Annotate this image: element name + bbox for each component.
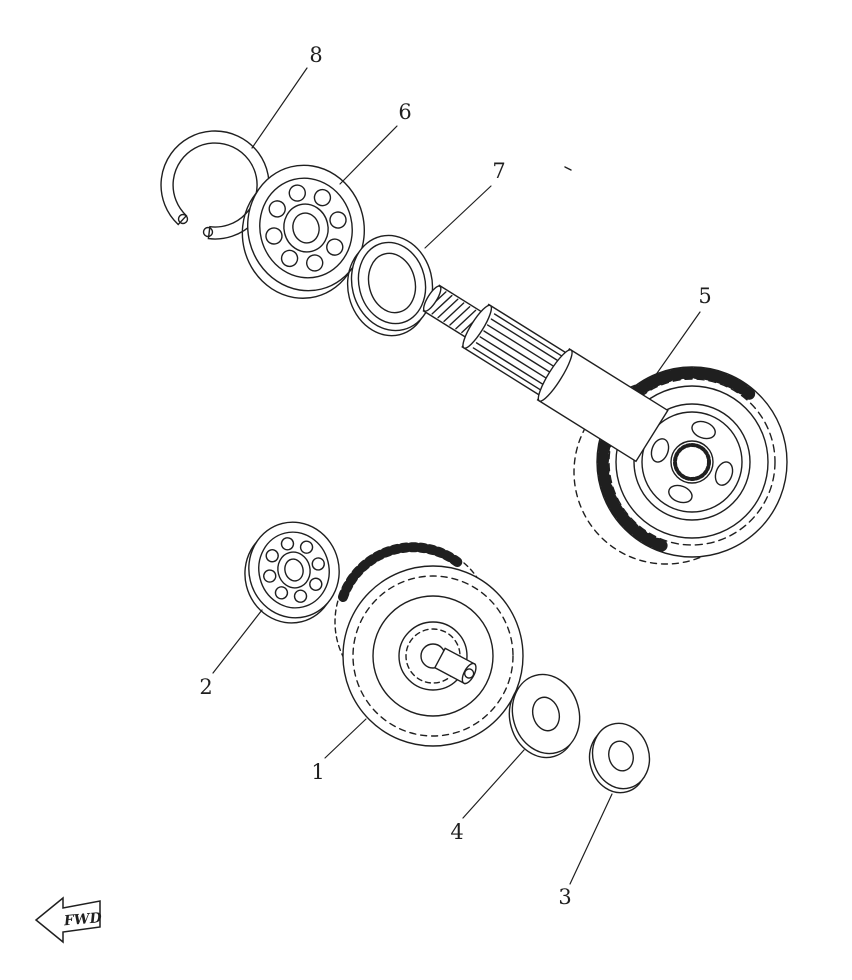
fwd-label: FWD	[62, 910, 103, 929]
gear-lightening-hole	[650, 438, 670, 463]
clutch-gear-teeth	[338, 542, 466, 602]
part-thrust-washer	[508, 673, 581, 759]
part-ball-bearing-large	[241, 164, 366, 299]
part-shaft	[422, 284, 669, 463]
part-ball-bearing-small	[244, 521, 340, 624]
fwd-arrow	[34, 896, 101, 944]
scan-speck	[564, 166, 572, 171]
fwd-marker: FWD	[34, 896, 103, 944]
callout-label-7: 7	[492, 159, 505, 183]
snap-ring-lug-hole	[177, 213, 189, 225]
snap-ring-lug-hole	[202, 226, 214, 238]
part-clutch-assembly	[334, 542, 524, 747]
leader-line-3	[569, 793, 613, 885]
diagram-ink-layer: 8 6 7 5 2 1 4 3 FWD	[34, 43, 788, 944]
leader-line-7	[424, 185, 492, 249]
gear-lightening-hole	[691, 420, 716, 440]
leader-lines	[212, 67, 701, 885]
gear-lightening-hole	[714, 461, 734, 486]
clutch-shaft-stub	[433, 647, 477, 685]
callout-label-1: 1	[311, 760, 324, 784]
part-oil-seal	[346, 234, 434, 337]
part-plain-washer	[588, 722, 651, 794]
callout-label-8: 8	[309, 43, 322, 67]
part-snap-ring	[160, 130, 270, 240]
leader-line-2	[212, 609, 263, 674]
callout-label-6: 6	[398, 100, 411, 124]
leader-line-6	[339, 125, 398, 185]
callout-label-3: 3	[558, 885, 571, 909]
gear-spline-bore	[673, 443, 711, 481]
callout-labels: 8 6 7 5 2 1 4 3	[199, 43, 711, 909]
callout-label-2: 2	[199, 675, 212, 699]
leader-line-4	[462, 749, 525, 819]
callout-label-4: 4	[450, 820, 463, 844]
leader-line-5	[647, 311, 701, 387]
callout-label-5: 5	[698, 284, 711, 308]
gear-lightening-hole	[668, 484, 693, 504]
leader-line-1	[324, 718, 367, 759]
leader-line-8	[251, 67, 308, 149]
